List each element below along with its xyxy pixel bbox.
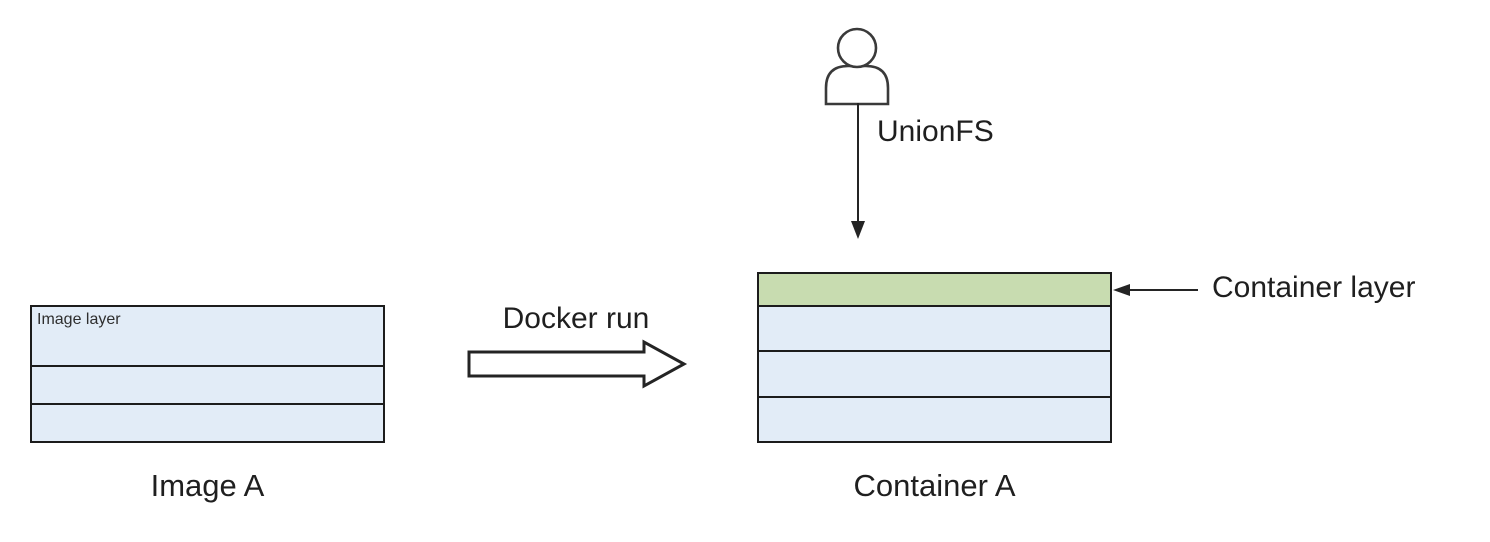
container-layer-label: Container layer [1212,271,1416,304]
image-layer-label: Image layer [37,311,121,328]
arrow-left-icon [1113,284,1198,296]
block-arrow-right-icon [467,339,688,389]
container-layer [759,274,1110,305]
image-stack: Image layer [30,305,385,443]
image-stack-caption: Image A [150,468,265,503]
docker-run-label: Docker run [502,302,650,335]
container-stack [757,272,1112,443]
container-stack-caption: Container A [853,468,1016,503]
container-image-layer-2 [759,352,1110,396]
image-layer-1: Image layer [32,307,383,365]
unionfs-label: UnionFS [877,115,994,148]
person-icon [824,27,890,106]
container-image-layer-3 [759,397,1110,441]
image-layer-3 [32,404,383,442]
arrow-down-icon [851,103,865,239]
image-layer-2 [32,366,383,403]
container-image-layer-1 [759,307,1110,351]
